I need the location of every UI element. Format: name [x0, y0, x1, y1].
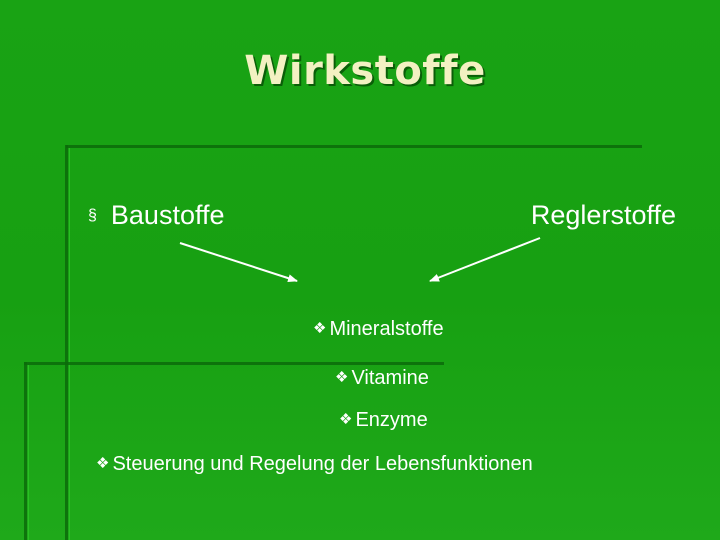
sub-item-steuerung: ❖Steuerung und Regelung der Lebensfunkti… — [96, 453, 533, 475]
frame-mid-left-highlight — [28, 365, 29, 540]
sub-item-mineralstoffe: ❖Mineralstoffe — [313, 318, 444, 340]
frame-top-line — [66, 145, 642, 148]
diamond-bullet-icon: ❖ — [96, 455, 110, 472]
sub-item-enzyme: ❖Enzyme — [339, 409, 428, 431]
diamond-bullet-icon: ❖ — [335, 369, 349, 386]
diamond-bullet-icon: ❖ — [339, 411, 353, 428]
frame-left-line-highlight — [69, 148, 70, 540]
arrow-right — [429, 237, 541, 282]
frame-mid-line — [24, 362, 444, 365]
baustoffe-item: § Baustoffe — [88, 200, 225, 231]
baustoffe-label: Baustoffe — [110, 200, 225, 230]
frame-mid-left-line — [24, 362, 27, 540]
frame-left-line — [65, 145, 68, 540]
reglerstoffe-label: Reglerstoffe — [530, 200, 676, 230]
arrow-left — [179, 242, 298, 283]
slide-title: Wirkstoffe — [244, 48, 486, 94]
square-bullet-icon: § — [88, 207, 97, 224]
diamond-bullet-icon: ❖ — [313, 320, 327, 337]
sub-item-vitamine: ❖Vitamine — [335, 367, 429, 389]
